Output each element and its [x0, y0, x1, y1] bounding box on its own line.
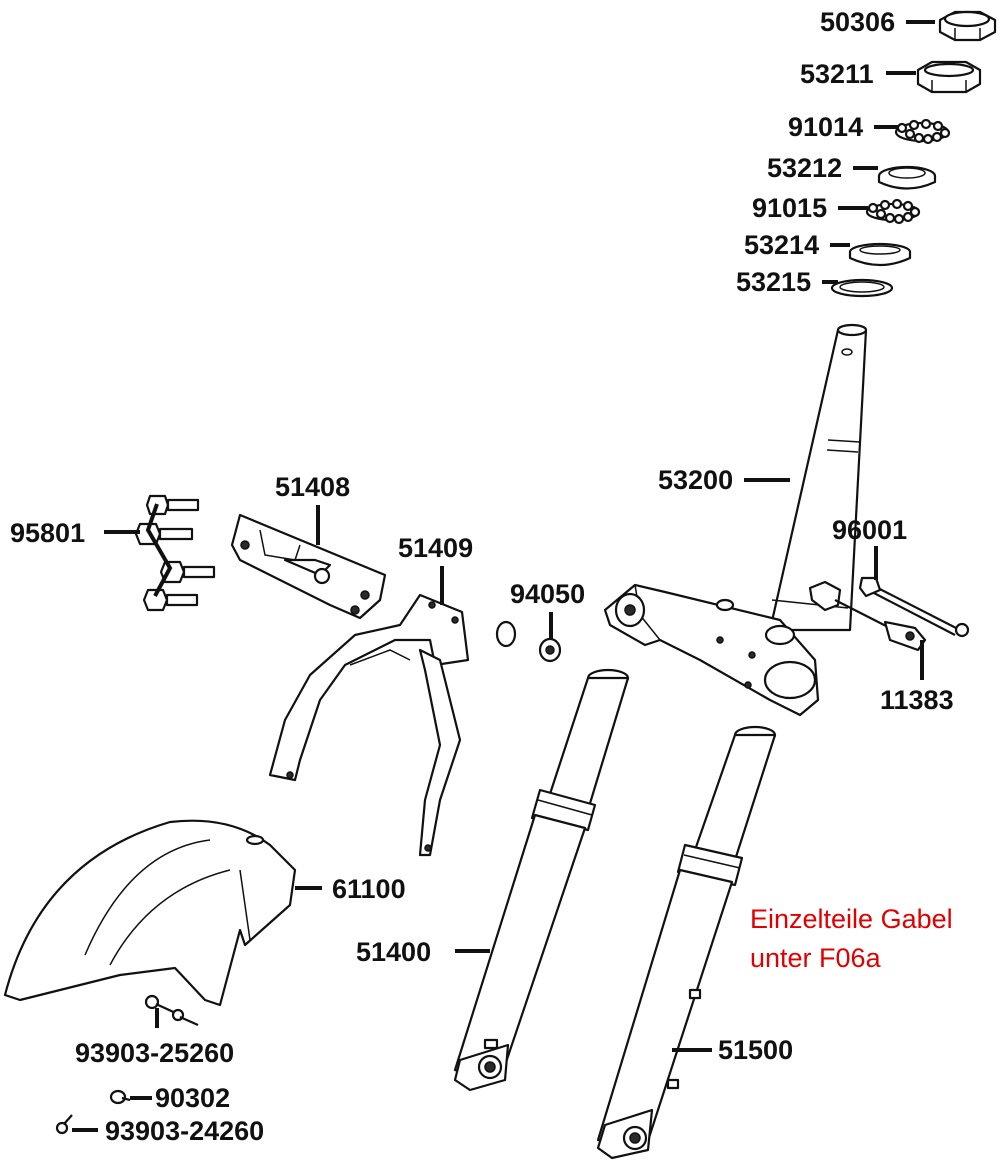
label-91014[interactable]: 91014 [788, 112, 863, 142]
label-53200[interactable]: 53200 [658, 465, 733, 495]
leader-lines [72, 20, 935, 1132]
note-line-2: unter F06a [750, 943, 882, 973]
part-51500-right-fork-leg[interactable] [596, 725, 777, 1160]
part-51408-mount-plate[interactable] [230, 513, 387, 620]
part-51400-left-fork-leg[interactable] [453, 668, 630, 1092]
part-labels: 50306 53211 91014 53212 91015 53214 5321… [10, 7, 954, 1146]
part-53215-washer[interactable] [830, 278, 894, 298]
part-93903-24260-screw[interactable] [55, 1114, 73, 1135]
note-line-1: Einzelteile Gabel [750, 904, 953, 934]
label-93903-24260[interactable]: 93903-24260 [105, 1116, 264, 1146]
label-94050[interactable]: 94050 [510, 579, 585, 609]
label-11383[interactable]: 11383 [880, 685, 954, 715]
label-53215[interactable]: 53215 [736, 267, 811, 297]
label-91015[interactable]: 91015 [752, 193, 827, 223]
part-61100-front-fender[interactable] [3, 819, 297, 1007]
label-51500[interactable]: 51500 [718, 1035, 793, 1065]
part-93903-25260-screws[interactable] [144, 994, 199, 1027]
part-95801-bolts[interactable] [134, 494, 216, 612]
part-53212-bearing-cup[interactable] [877, 165, 937, 190]
part-91014-ball-race[interactable] [894, 118, 951, 145]
label-51409[interactable]: 51409 [398, 533, 473, 563]
part-50306-lock-nut[interactable] [938, 10, 997, 42]
part-53214-bearing-cone[interactable] [848, 242, 912, 267]
label-53212[interactable]: 53212 [767, 153, 842, 183]
part-53200-steering-stem[interactable] [603, 323, 868, 717]
label-53211[interactable]: 53211 [800, 59, 874, 89]
part-94050-nut[interactable] [495, 620, 562, 663]
part-96001-long-bolt[interactable] [858, 576, 970, 638]
label-50306[interactable]: 50306 [820, 7, 895, 37]
label-90302[interactable]: 90302 [155, 1083, 230, 1113]
part-90302-clip[interactable] [109, 1089, 131, 1105]
label-93903-25260[interactable]: 93903-25260 [75, 1038, 234, 1068]
label-53214[interactable]: 53214 [744, 230, 819, 260]
part-53211-nut[interactable] [916, 60, 982, 94]
label-61100[interactable]: 61100 [332, 874, 406, 904]
label-51408[interactable]: 51408 [275, 472, 350, 502]
fork-parts-note: Einzelteile Gabel unter F06a [750, 904, 953, 973]
label-51400[interactable]: 51400 [356, 937, 431, 967]
label-96001[interactable]: 96001 [832, 515, 907, 545]
label-95801[interactable]: 95801 [10, 518, 85, 548]
part-51409-bracket[interactable] [268, 593, 470, 857]
part-91015-ball-race[interactable] [865, 198, 921, 225]
